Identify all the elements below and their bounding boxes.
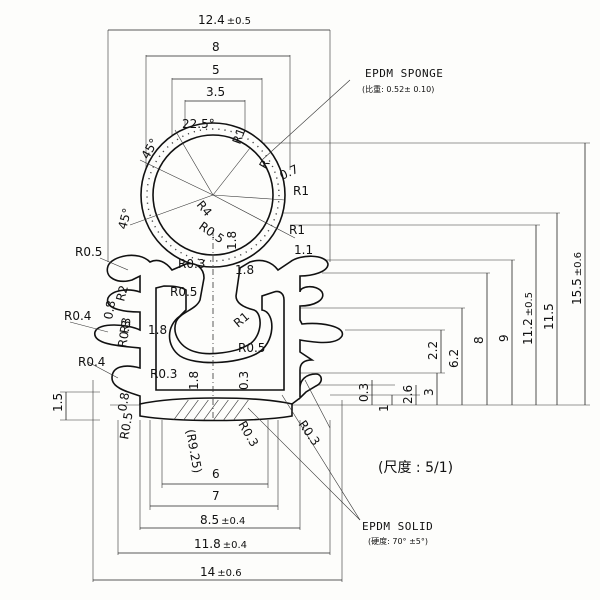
callout-1-8-bulb: 1.8 xyxy=(225,231,239,250)
dim-6-2: 6.2 xyxy=(447,349,461,368)
dim-14-tol: ±0.6 xyxy=(217,568,241,579)
callout-r3: R3 xyxy=(117,316,134,334)
callout-1-8-neck: 1.8 xyxy=(235,263,254,277)
dim-3: 3 xyxy=(422,388,436,396)
dim-12-4-tol: ±0.5 xyxy=(227,16,251,27)
callout-r9-25: (R9.25) xyxy=(183,428,205,474)
dim-11-8: 11.8 xyxy=(194,537,221,551)
callout-r1-right: R1 xyxy=(293,184,309,198)
svg-text:14±0.6: 14±0.6 xyxy=(200,565,242,579)
dim-7: 7 xyxy=(212,489,220,503)
svg-text:11.8±0.4: 11.8±0.4 xyxy=(194,537,247,551)
dim-8-5: 8.5 xyxy=(200,513,219,527)
dim-0-3-right: 0.3 xyxy=(357,383,371,402)
callout-1-1: 1.1 xyxy=(294,243,313,257)
dim-8-top: 8 xyxy=(212,40,220,54)
extension-lines-right xyxy=(60,142,590,421)
callout-r0-5-cavity: R0.5 xyxy=(238,341,265,355)
dim-14: 14 xyxy=(200,565,215,579)
callout-1-8-centre: 1.8 xyxy=(187,371,201,390)
dim-11-8-tol: ±0.4 xyxy=(223,540,247,551)
callout-r1-top: R1 xyxy=(230,126,249,146)
svg-text:12.4±0.5: 12.4±0.5 xyxy=(198,13,251,27)
dim-9: 9 xyxy=(497,334,511,342)
svg-text:8.5±0.4: 8.5±0.4 xyxy=(200,513,245,527)
dim-15-5: 15.5 xyxy=(570,278,584,305)
callout-r0-5-neck: R0.5 xyxy=(170,285,197,299)
callout-r1-lower: R1 xyxy=(289,223,305,237)
sponge-density-note: (比重: 0.52± 0.10) xyxy=(362,84,434,94)
sponge-material-label: EPDM SPONGE xyxy=(365,67,443,80)
dim-11-2-tol: ±0.5 xyxy=(524,292,535,316)
scale-note: (尺度 : 5/1) xyxy=(378,460,453,476)
callout-r0-4-upper: R0.4 xyxy=(64,309,91,323)
solid-hardness-note: (硬度: 70° ±5°) xyxy=(368,536,428,546)
callout-r0-4-lower: R0.4 xyxy=(78,355,105,369)
dim-8-5-tol: ±0.4 xyxy=(221,516,245,527)
dim-3-5: 3.5 xyxy=(206,85,225,99)
leader-lines xyxy=(69,79,361,521)
solid-base xyxy=(139,397,293,422)
dim-15-5-tol: ±0.6 xyxy=(573,252,584,276)
dim-6: 6 xyxy=(212,467,220,481)
dim-5: 5 xyxy=(212,63,220,77)
dim-1: 1 xyxy=(377,404,391,412)
callout-0-3-centre: 0.3 xyxy=(237,371,251,390)
callout-0-8-lower: 0.8 xyxy=(115,391,132,412)
callout-0-7: 0.7 xyxy=(277,162,300,183)
callout-r1-cavity: R1 xyxy=(231,309,252,330)
vertical-dimension-texts: 15.5±0.6 11.5 11.2±0.5 9 8 6.2 2.2 3 2.6… xyxy=(51,252,584,412)
callout-angle-22-5: 22.5° xyxy=(182,117,215,131)
horizontal-dimension-lines xyxy=(93,29,342,581)
callout-0-8-upper: 0.8 xyxy=(101,299,118,320)
callout-r0-3-left: R0.3 xyxy=(115,319,134,348)
vertical-dimension-lines xyxy=(65,143,586,420)
dim-2-6: 2.6 xyxy=(401,385,415,404)
callout-r0-5-left: R0.5 xyxy=(75,245,102,259)
dim-11-5: 11.5 xyxy=(542,303,556,330)
callout-r2: R2 xyxy=(113,284,131,303)
callout-r0-3-right: R0.3 xyxy=(296,418,323,448)
dim-11-2: 11.2 xyxy=(521,318,535,345)
dim-2-2: 2.2 xyxy=(426,341,440,360)
dim-12-4: 12.4 xyxy=(198,13,225,27)
callout-r0-3-top: R0.3 xyxy=(178,257,205,271)
solid-material-label: EPDM SOLID xyxy=(362,520,433,533)
horizontal-dimension-texts: 12.4±0.5 8 5 3.5 6 7 8.5±0.4 11.8±0.4 14… xyxy=(194,13,251,579)
dim-8-right: 8 xyxy=(472,336,486,344)
solid-body xyxy=(94,254,343,405)
callout-r0-3-base: R0.3 xyxy=(235,419,261,450)
callout-r0-3-lower: R0.3 xyxy=(150,367,177,381)
svg-text:15.5±0.6: 15.5 ±0.6 xyxy=(570,252,584,305)
callout-angle-45-left: 45° xyxy=(115,207,134,231)
callout-r0-5-base: R0.5 xyxy=(117,411,136,440)
svg-text:11.2±0.5: 11.2 ±0.5 xyxy=(521,292,535,345)
callout-1-8-left: 1.8 xyxy=(148,323,167,337)
dim-1-5: 1.5 xyxy=(51,393,65,412)
